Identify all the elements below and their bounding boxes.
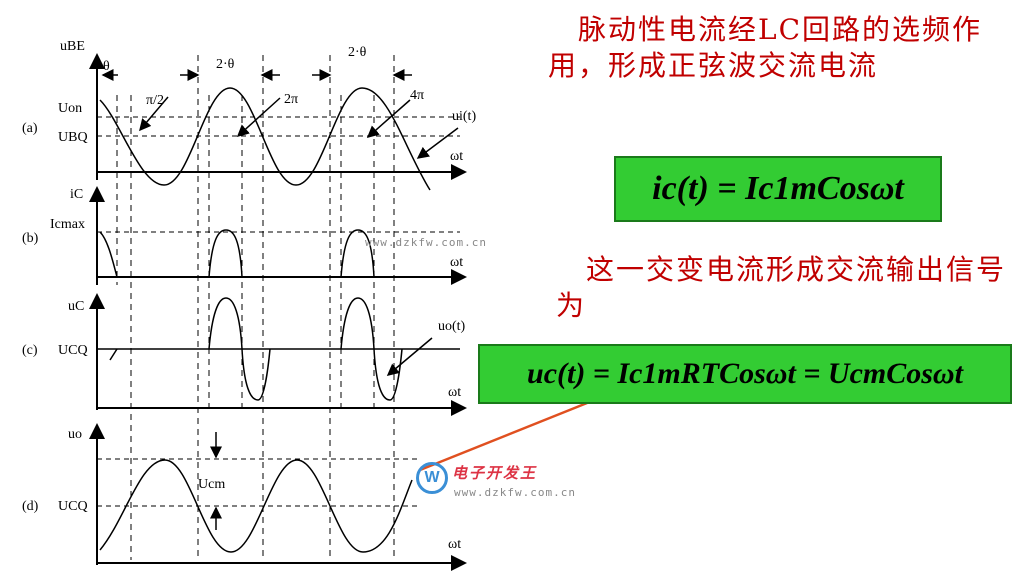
panel-a-reflines (97, 116, 460, 137)
panel-a-yaxis-label: uBE (60, 39, 85, 54)
four-pi-label: 4π (410, 88, 425, 103)
two-pi-label: 2π (284, 92, 299, 107)
two-theta-label-1: 2·θ (216, 57, 235, 72)
panel-d-yaxis-label: uo (68, 427, 82, 442)
panel-c-output-waveform (109, 297, 403, 401)
panel-c-yaxis-label: uC (68, 299, 85, 314)
panel-d-axes (89, 423, 467, 571)
panel-d-xaxis-label: ωt (448, 537, 462, 552)
formula-2: uc(t) = Ic1mRTCosωt = UcmCosωt (527, 357, 963, 390)
watermark-1: www.dzkfw.com.cn (365, 236, 487, 249)
panel-a-input-waveform (99, 87, 431, 191)
panel-c-ref1-label: UCQ (58, 343, 88, 358)
panel-a-ref2-label: UBQ (58, 130, 88, 145)
panel-b-axes (89, 186, 467, 285)
panel-c-label: (c) (22, 343, 38, 358)
theta-mark-label: θ (103, 59, 110, 74)
logo-text: 电子开发王 (452, 464, 538, 482)
panel-d-amp-label: Ucm (198, 477, 226, 492)
panel-d-reflines (97, 458, 420, 507)
formula-2-box: uc(t) = Ic1mRTCosωt = UcmCosωt (478, 344, 1012, 404)
vertical-guides (116, 55, 395, 560)
panel-a-ref1-label: Uon (58, 101, 83, 116)
formula-1: ic(t) = Ic1mCosωt (652, 170, 904, 207)
panel-b-ref1-label: Icmax (50, 217, 85, 232)
panel-b-xaxis-label: ωt (450, 255, 464, 270)
half-pi-label: π/2 (146, 93, 164, 108)
panel-d-label: (d) (22, 499, 39, 514)
panel-d-ref1-label: UCQ (58, 499, 88, 514)
formula-pointer-line (419, 397, 598, 472)
panel-a-xaxis-label: ωt (450, 149, 464, 164)
panel-a-signal-label: ui(t) (452, 109, 477, 124)
formula-1-box: ic(t) = Ic1mCosωt (614, 156, 942, 222)
panel-b-label: (b) (22, 231, 39, 246)
subtitle-text: 这一交变电流形成交流输出信号为 (556, 253, 1007, 322)
panel-d-sine-waveform (99, 459, 413, 553)
title-text: 脉动性电流经LC回路的选频作用，形成正弦波交流电流 (548, 13, 983, 82)
two-theta-label-2: 2·θ (348, 45, 367, 60)
logo-mark-letter: W (424, 469, 440, 486)
logo-mark: W (416, 462, 448, 494)
panel-b-pulse-waveform (99, 229, 375, 278)
panel-c-pointer (386, 337, 433, 376)
panel-c-xaxis-label: ωt (448, 385, 462, 400)
panel-b-yaxis-label: iC (70, 187, 84, 202)
panel-a-pointers (139, 96, 459, 159)
watermark-2: www.dzkfw.com.cn (454, 486, 576, 499)
panel-c-signal-label: uo(t) (438, 319, 466, 334)
panel-a-label: (a) (22, 121, 38, 136)
panel-c-axes (89, 293, 467, 416)
